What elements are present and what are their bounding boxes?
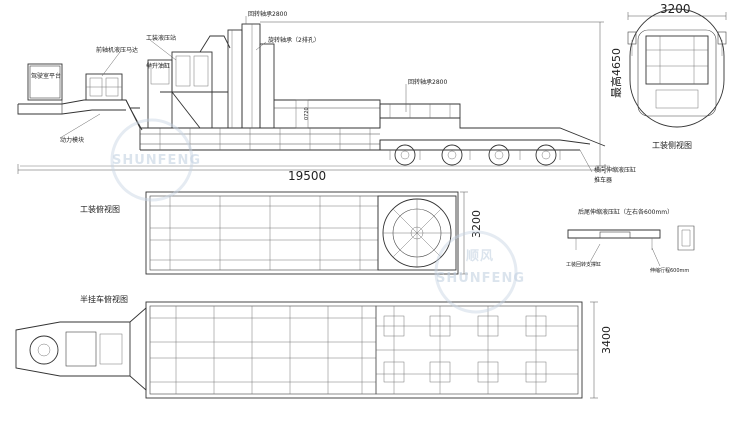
- watermark-tag: 顺风: [466, 249, 494, 264]
- side-cylinder-detail: 后尾伸缩液压缸（左右各600mm） 工装回转支撑缸 伸缩行程600mm: [566, 208, 695, 274]
- stamp-label: 0720: [304, 107, 310, 120]
- note-side-stroke: 伸缩行程600mm: [650, 267, 689, 274]
- side-elevation: 0720 回转轴承2800 旋转轴承（2排孔） 工装液压站 前轴机液压马达 举升…: [17, 10, 636, 184]
- dim-plan-width: 3200: [470, 210, 483, 238]
- label-turntable-cylinder: 横向伸缩液压缸: [594, 166, 636, 174]
- label-platform: 驾驶室平台: [31, 72, 61, 80]
- note-side-cylinder: 后尾伸缩液压缸（左右各600mm）: [578, 208, 673, 216]
- dim-overall-height: 最高4650: [609, 48, 623, 98]
- view-title-semitrailer: 半挂车俯视图: [80, 294, 128, 304]
- label-power-pack: 动力模块: [60, 136, 84, 144]
- rear-wheels: [394, 144, 557, 166]
- watermark-brand-right: SHUNFENG: [436, 271, 525, 286]
- label-lift-cylinder: 举升油缸: [146, 62, 170, 70]
- semitrailer-plan-view: 半挂车俯视图 3400: [15, 294, 613, 399]
- label-hydraulic-station: 工装液压站: [146, 34, 176, 42]
- plan-axle-units: [383, 315, 547, 383]
- label-rear-axle-support: 推车器: [594, 176, 612, 184]
- view-title-plan: 工装俯视图: [80, 204, 120, 214]
- note-side-support: 工装回转支撑缸: [566, 261, 601, 268]
- watermark-logo-left: SHUNFENG: [110, 118, 201, 202]
- view-title-side: 工装侧视图: [652, 140, 692, 150]
- watermark-logo-right: SHUNFENG 顺风: [434, 230, 525, 314]
- label-rear-axle-cylinder: 回转轴承2800: [408, 78, 447, 86]
- dim-overall-length: 19500: [288, 169, 326, 183]
- dim-semitrailer-width: 3400: [600, 326, 613, 354]
- watermark-brand-left: SHUNFENG: [112, 153, 201, 168]
- tooling-end-elevation: 3200 工装侧视图: [627, 2, 727, 150]
- tooling-plan-view: 工装俯视图 3200: [80, 191, 483, 275]
- label-rotary-bearing: 旋转轴承（2排孔）: [268, 36, 320, 44]
- label-rear-swing-cylinder: 前轴机液压马达: [96, 46, 138, 54]
- label-rotary-axis-top: 回转轴承2800: [248, 10, 287, 18]
